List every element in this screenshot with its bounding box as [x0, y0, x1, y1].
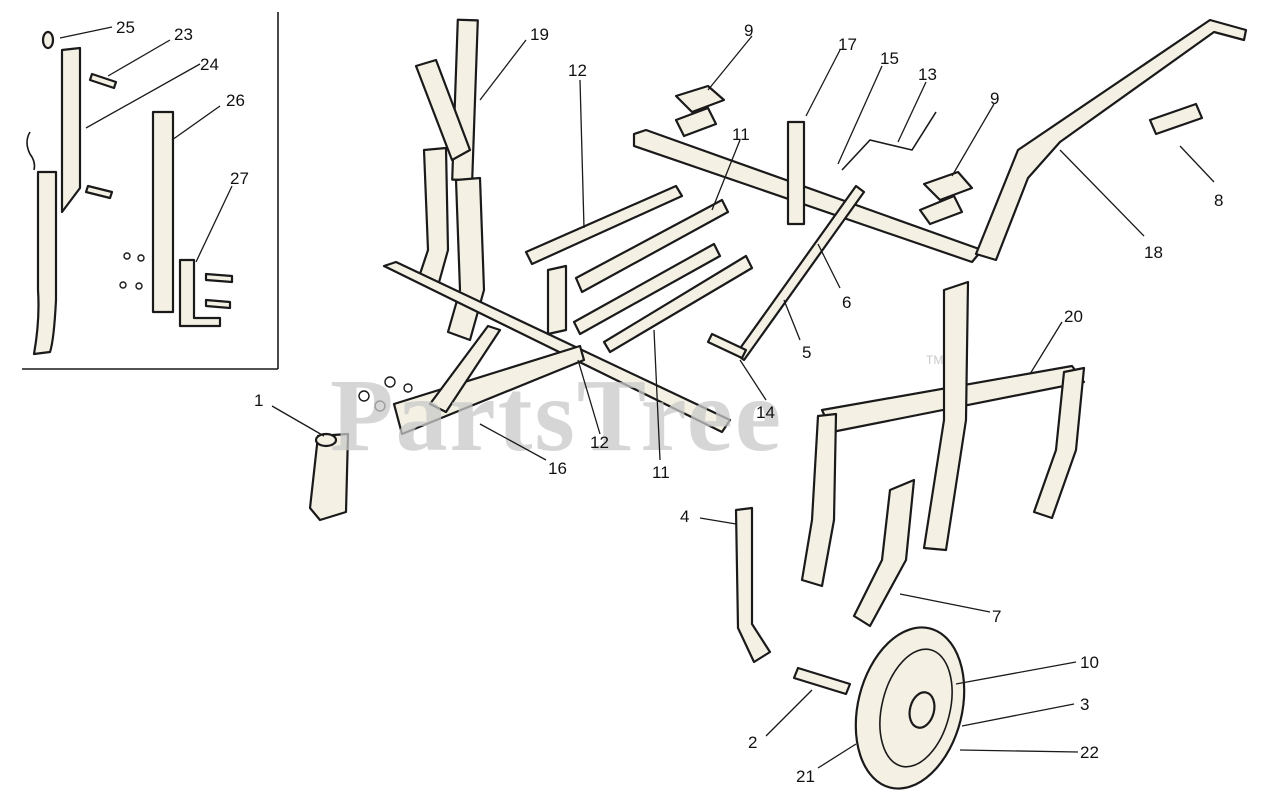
callout-27: 27 — [230, 169, 249, 188]
callout-12-bottom: 12 — [590, 433, 609, 452]
callout-17: 17 — [838, 35, 857, 54]
callout-18: 18 — [1144, 243, 1163, 262]
watermark-tm: TM — [926, 353, 943, 367]
callout-24: 24 — [200, 55, 219, 74]
callout-12-top: 12 — [568, 61, 587, 80]
callout-13: 13 — [918, 65, 937, 84]
callout-9-right: 9 — [990, 89, 999, 108]
callout-19: 19 — [530, 25, 549, 44]
callout-1: 1 — [254, 391, 263, 410]
callout-25: 25 — [116, 18, 135, 37]
callout-4: 4 — [680, 507, 689, 526]
callout-20: 20 — [1064, 307, 1083, 326]
callout-23: 23 — [174, 25, 193, 44]
callout-22: 22 — [1080, 743, 1099, 762]
callout-6: 6 — [842, 293, 851, 312]
callout-26: 26 — [226, 91, 245, 110]
callout-2: 2 — [748, 733, 757, 752]
callout-16: 16 — [548, 459, 567, 478]
callout-7: 7 — [992, 607, 1001, 626]
callout-5: 5 — [802, 343, 811, 362]
callout-14: 14 — [756, 403, 775, 422]
callout-9-left: 9 — [744, 21, 753, 40]
leader-lines — [59, 26, 1215, 769]
callout-11-top: 11 — [732, 125, 750, 144]
watermark-text: PartsTree — [330, 358, 783, 473]
watermark: PartsTree TM — [330, 353, 943, 473]
callouts: 25 23 24 26 27 19 12 9 11 17 15 13 9 8 1… — [116, 18, 1223, 786]
callout-11-bottom: 11 — [652, 463, 670, 482]
inset-frame — [22, 12, 279, 370]
callout-10: 10 — [1080, 653, 1099, 672]
main-assembly — [308, 18, 1248, 790]
inset-parts — [26, 30, 234, 356]
callout-15: 15 — [880, 49, 899, 68]
callout-3: 3 — [1080, 695, 1089, 714]
callout-8: 8 — [1214, 191, 1223, 210]
callout-21: 21 — [796, 767, 815, 786]
